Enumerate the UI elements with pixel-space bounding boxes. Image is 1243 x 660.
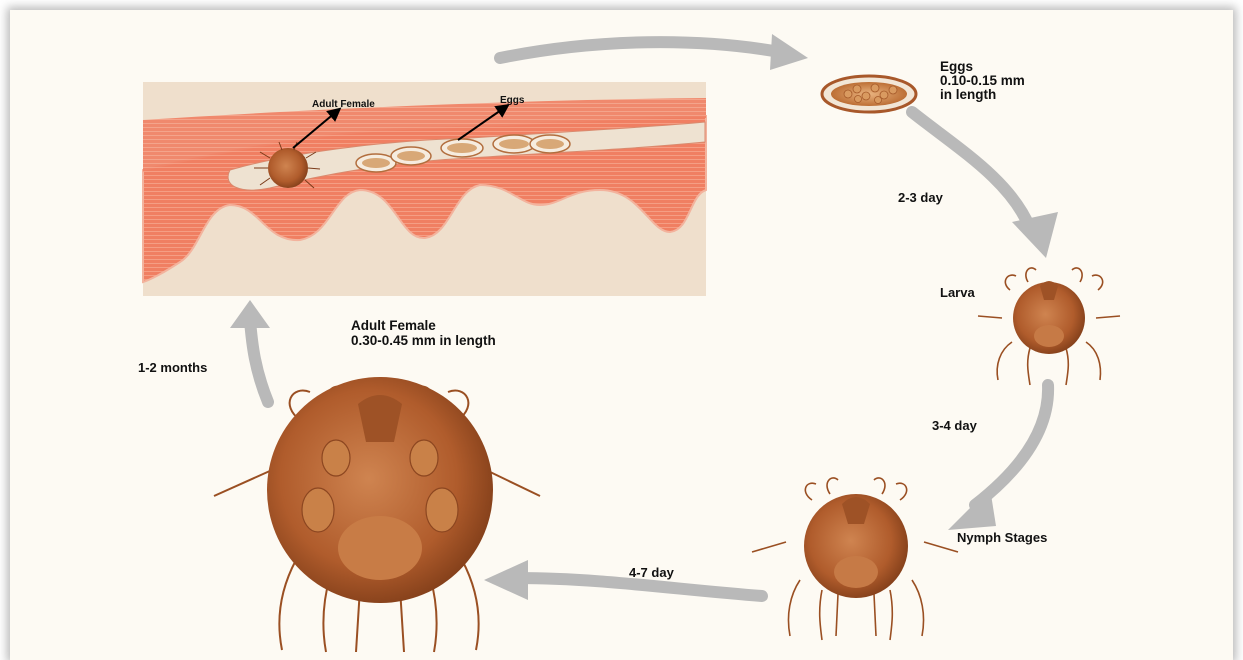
duration-eggs-to-larva: 2-3 day (898, 191, 943, 205)
burrow-inset (143, 82, 706, 296)
arrowhead-eggs (770, 34, 808, 70)
duration-adult-to-burrow: 1-2 months (138, 361, 207, 375)
adult-female-size: 0.30-0.45 mm in length (351, 333, 496, 348)
arrow-adult-to-burrow (250, 320, 268, 402)
arrowhead-nymph (948, 488, 996, 530)
arrow-nymph-to-adult (518, 578, 762, 596)
duration-nymph-to-adult: 4-7 day (629, 566, 674, 580)
duration-larva-to-nymph: 3-4 day (932, 419, 977, 433)
arrowhead-larva (1012, 212, 1058, 258)
larva-label: Larva (940, 286, 975, 300)
larva-illustration (978, 268, 1120, 385)
egg-illustration (822, 76, 916, 112)
burrow-adult-female-label: Adult Female (312, 99, 375, 110)
nymph-illustration (752, 478, 958, 640)
eggs-label: Eggs (940, 59, 973, 74)
arrow-burrow-to-eggs (500, 42, 780, 58)
adult-female-illustration (214, 377, 540, 652)
nymph-label: Nymph Stages (957, 531, 1047, 545)
eggs-size: 0.10-0.15 mm (940, 73, 1025, 88)
burrow-eggs-label: Eggs (500, 95, 525, 106)
arrowhead-burrow (230, 300, 270, 328)
arrow-larva-to-nymph (975, 385, 1048, 505)
arrowhead-adult (484, 560, 528, 600)
adult-female-label: Adult Female (351, 318, 436, 333)
eggs-size-line2: in length (940, 87, 996, 102)
arrow-eggs-to-larva (912, 112, 1030, 228)
